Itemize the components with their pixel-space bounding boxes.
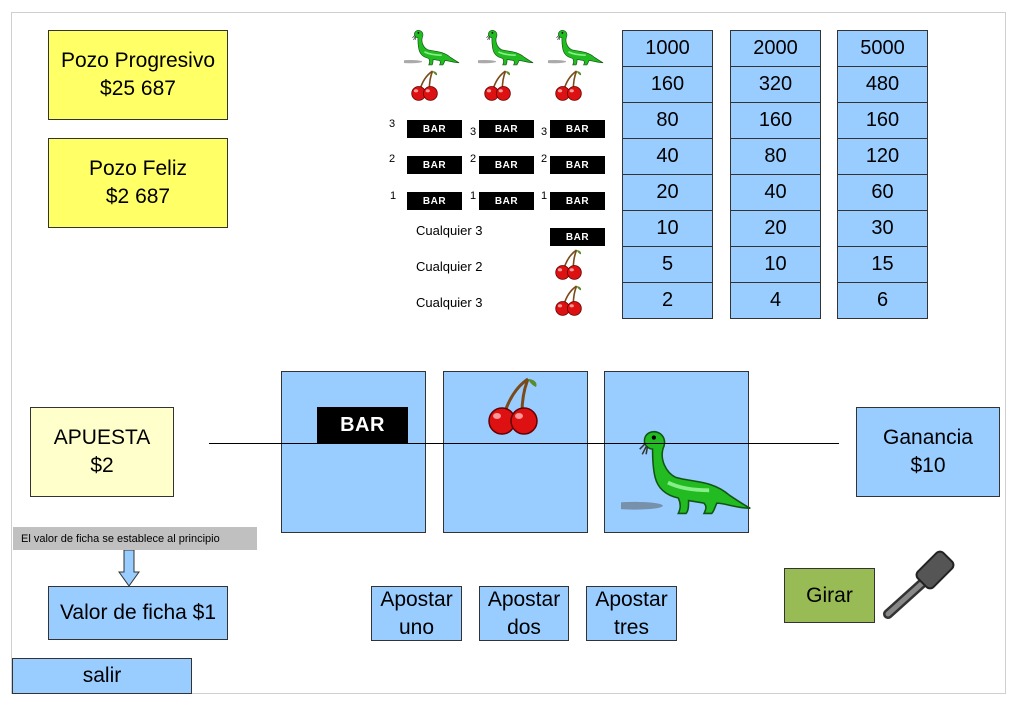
paytable-label-any3-bar: Cualquier 3: [416, 223, 483, 238]
bar-icon: BAR: [317, 407, 408, 443]
bar-multiplier: 2: [470, 153, 477, 165]
payout-cell: 5000: [837, 30, 928, 67]
bet-one-line2: uno: [398, 615, 435, 639]
happy-jackpot-label: Pozo Feliz: [88, 157, 188, 180]
bet-two-line2: dos: [507, 615, 541, 639]
coin-value-tooltip: El valor de ficha se establece al princi…: [13, 527, 257, 550]
coin-value-display[interactable]: Valor de ficha $1: [48, 586, 228, 640]
payout-cell: 120: [837, 138, 928, 175]
payout-cell: 160: [837, 102, 928, 139]
progressive-jackpot-label: Pozo Progresivo: [60, 49, 216, 72]
happy-jackpot-amount: $2 687: [105, 185, 171, 208]
payout-cell: 1000: [622, 30, 713, 67]
payout-cell: 480: [837, 66, 928, 103]
payout-cell: 4: [730, 282, 821, 319]
bar-icon: BAR: [407, 156, 462, 174]
bet-two-line1: Apostar: [487, 587, 561, 611]
paytable-label-any1-cherry: Cualquier 3: [416, 295, 483, 310]
bar-icon: BAR: [407, 192, 462, 210]
bet-panel: APUESTA $2: [30, 407, 174, 497]
bar-multiplier: 3: [389, 118, 396, 130]
bar-icon: BAR: [550, 120, 605, 138]
win-label: Ganancia: [883, 426, 973, 449]
bar-icon: BAR: [479, 192, 534, 210]
payout-cell: 10: [730, 246, 821, 283]
payout-cell: 40: [730, 174, 821, 211]
payout-cell: 5: [622, 246, 713, 283]
cherry-icon: [552, 248, 584, 282]
reel-3: [604, 371, 749, 533]
payline: [209, 443, 839, 444]
bar-multiplier: 3: [541, 126, 548, 138]
bet-one-line1: Apostar: [380, 587, 453, 611]
bet-amount: $2: [90, 454, 114, 477]
bar-icon: BAR: [550, 156, 605, 174]
payout-cell: 2: [622, 282, 713, 319]
bar-multiplier: 1: [470, 190, 477, 202]
progressive-jackpot-amount: $25 687: [100, 77, 176, 100]
paytable-label-any2-cherry: Cualquier 2: [416, 259, 483, 274]
payout-cell: 60: [837, 174, 928, 211]
payout-cell: 10: [622, 210, 713, 247]
bar-icon: BAR: [407, 120, 462, 138]
bar-multiplier: 2: [389, 153, 396, 165]
cherry-icon: [552, 68, 584, 104]
payout-cell: 80: [622, 102, 713, 139]
bet-one-button[interactable]: Apostar uno: [371, 586, 462, 641]
dinosaur-icon: [404, 28, 460, 66]
bar-multiplier: 2: [541, 153, 548, 165]
payout-cell: 2000: [730, 30, 821, 67]
dinosaur-icon: [621, 426, 751, 516]
payout-cell: 160: [622, 66, 713, 103]
bar-multiplier: 3: [470, 126, 477, 138]
cherry-icon: [552, 284, 584, 318]
payout-cell: 20: [622, 174, 713, 211]
bar-icon: BAR: [550, 192, 605, 210]
progressive-jackpot-panel: Pozo Progresivo $25 687: [48, 30, 228, 120]
payout-cell: 20: [730, 210, 821, 247]
payout-cell: 40: [622, 138, 713, 175]
bar-multiplier: 1: [390, 190, 397, 202]
win-amount: $10: [910, 454, 946, 477]
bet-three-button[interactable]: Apostar tres: [586, 586, 677, 641]
reel-2: [443, 371, 588, 533]
exit-button[interactable]: salir: [12, 658, 192, 694]
happy-jackpot-panel: Pozo Feliz $2 687: [48, 138, 228, 228]
spin-button[interactable]: Girar: [784, 568, 875, 623]
bet-three-line1: Apostar: [595, 587, 668, 611]
payout-cell: 6: [837, 282, 928, 319]
arrow-down-icon: [118, 550, 140, 587]
bar-multiplier: 1: [541, 190, 548, 202]
payout-cell: 15: [837, 246, 928, 283]
payout-cell: 160: [730, 102, 821, 139]
win-panel: Ganancia $10: [856, 407, 1000, 497]
bet-three-line2: tres: [613, 615, 649, 639]
payout-cell: 30: [837, 210, 928, 247]
reel-1: BAR: [281, 371, 426, 533]
bar-icon: BAR: [479, 120, 534, 138]
payout-cell: 80: [730, 138, 821, 175]
game-frame: [11, 12, 1006, 694]
payout-cell: 320: [730, 66, 821, 103]
bar-icon: BAR: [479, 156, 534, 174]
cherry-icon: [482, 374, 542, 440]
lever-icon[interactable]: [878, 542, 970, 624]
cherry-icon: [481, 68, 513, 104]
cherry-icon: [408, 68, 440, 104]
bet-two-button[interactable]: Apostar dos: [479, 586, 569, 641]
dinosaur-icon: [548, 28, 604, 66]
dinosaur-icon: [478, 28, 534, 66]
bar-icon: BAR: [550, 228, 605, 246]
bet-label: APUESTA: [53, 426, 151, 449]
